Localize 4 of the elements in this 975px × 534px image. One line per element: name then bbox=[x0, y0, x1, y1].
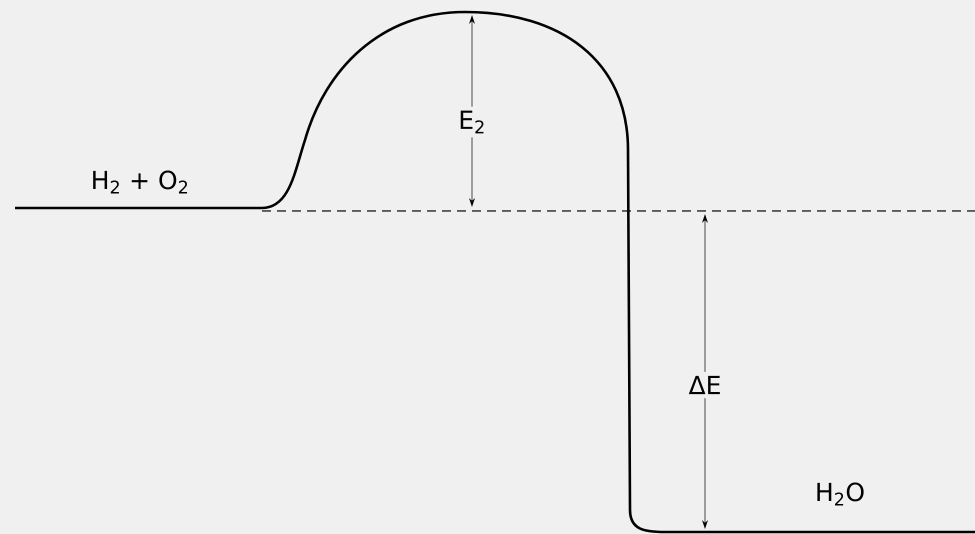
energy-label: ΔE bbox=[684, 372, 726, 398]
energy-label: H$_{2}$ + O$_{2}$ bbox=[93, 170, 188, 194]
energy-label: H$_{2}$O bbox=[817, 482, 864, 506]
energy-label: E$_{2}$ bbox=[454, 106, 490, 138]
